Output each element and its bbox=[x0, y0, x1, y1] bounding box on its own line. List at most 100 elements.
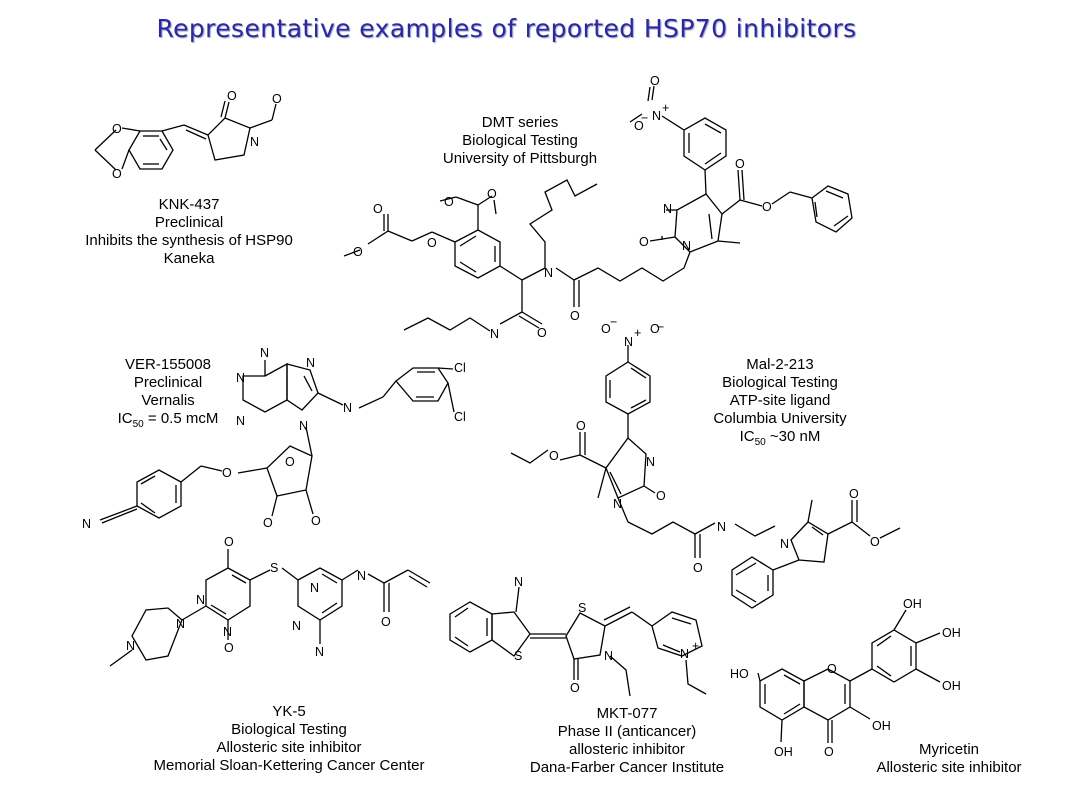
compound-status: Biological Testing bbox=[722, 374, 838, 391]
compound-source: Dana-Farber Cancer Institute bbox=[529, 759, 725, 776]
caption-mkt-077: MKT-077 Phase II (anticancer) allosteric… bbox=[512, 705, 742, 777]
atom-label: N bbox=[652, 109, 661, 123]
compound-status: Biological Testing bbox=[231, 721, 347, 738]
atom-label: O bbox=[827, 662, 837, 676]
atom-label: O bbox=[311, 514, 321, 528]
compound-status: Phase II (anticancer) bbox=[557, 723, 697, 740]
atom-label: O bbox=[601, 322, 611, 336]
atom-label: O bbox=[224, 535, 234, 549]
atom-label: N bbox=[624, 335, 633, 349]
mkt-077-structure bbox=[449, 586, 707, 697]
compound-note: Allosteric site inhibitor bbox=[876, 759, 1022, 776]
compound-note: ATP-site ligand bbox=[729, 392, 831, 409]
atom-label: O bbox=[849, 487, 859, 501]
atom-label: N bbox=[680, 647, 689, 661]
atom-label: O bbox=[824, 745, 834, 759]
page-title: Representative examples of reported HSP7… bbox=[156, 14, 857, 43]
atom-label: Cl bbox=[454, 410, 466, 424]
atom-labels: O O O O N O − N + O N O N O O O O O O O … bbox=[82, 74, 961, 759]
compound-name: YK-5 bbox=[272, 703, 306, 720]
compound-name: KNK-437 bbox=[158, 196, 220, 213]
atom-label: N bbox=[604, 649, 613, 663]
caption-mal-2-213: Mal-2-213 Biological Testing ATP-site li… bbox=[700, 356, 860, 452]
compound-note: allosteric inhibitor bbox=[569, 741, 685, 758]
compound-source: University of Pittsburgh bbox=[442, 150, 598, 167]
atom-label: Cl bbox=[454, 361, 466, 375]
atom-label: O bbox=[427, 236, 437, 250]
atom-label: N bbox=[780, 537, 789, 551]
atom-label: N bbox=[717, 520, 726, 534]
atom-label: O bbox=[735, 157, 745, 171]
compound-name: Myricetin bbox=[918, 741, 979, 758]
atom-label: + bbox=[692, 639, 699, 653]
atom-label: N bbox=[82, 517, 91, 531]
atom-label: O bbox=[693, 561, 703, 575]
atom-label: N bbox=[299, 419, 308, 433]
compound-name: Mal-2-213 bbox=[746, 356, 814, 373]
atom-label: N bbox=[176, 617, 185, 631]
knk-437-structure bbox=[94, 100, 277, 171]
atom-label: O bbox=[222, 466, 232, 480]
atom-label: N bbox=[310, 581, 319, 595]
atom-label: OH bbox=[872, 719, 891, 733]
atom-label: N bbox=[236, 371, 245, 385]
atom-label: N bbox=[250, 135, 259, 149]
atom-label: O bbox=[112, 122, 122, 136]
atom-label: + bbox=[634, 326, 641, 340]
atom-label: O bbox=[549, 449, 559, 463]
atom-label: O bbox=[353, 245, 363, 259]
dmt-structure bbox=[343, 85, 853, 332]
atom-label: O bbox=[381, 615, 391, 629]
compound-status: Preclinical bbox=[154, 214, 224, 231]
atom-label: N bbox=[260, 346, 269, 360]
atom-label: O bbox=[570, 681, 580, 695]
atom-label: O bbox=[762, 200, 772, 214]
compound-source: Vernalis bbox=[141, 392, 195, 409]
atom-label: N bbox=[315, 645, 324, 659]
atom-label: O bbox=[285, 455, 295, 469]
compound-source: Columbia University bbox=[713, 410, 847, 427]
atom-label: O bbox=[576, 419, 586, 433]
atom-label: N bbox=[196, 593, 205, 607]
compound-source: Memorial Sloan-Kettering Cancer Center bbox=[153, 757, 425, 774]
atom-label: OH bbox=[774, 745, 793, 759]
caption-knk-437: KNK-437 Preclinical Inhibits the synthes… bbox=[64, 196, 314, 268]
mal-2-213-structure bbox=[510, 345, 901, 609]
atom-label: N bbox=[126, 639, 135, 653]
atom-label: N bbox=[292, 619, 301, 633]
atom-label: N bbox=[223, 625, 232, 639]
atom-label: O bbox=[272, 92, 282, 106]
atom-label: S bbox=[270, 561, 278, 575]
atom-label: O bbox=[870, 535, 880, 549]
atom-label: S bbox=[578, 601, 586, 615]
atom-label: N bbox=[514, 575, 523, 589]
ver-155008-structure bbox=[99, 360, 455, 524]
atom-label: O bbox=[224, 641, 234, 655]
atom-label: O bbox=[263, 516, 273, 530]
atom-label: O bbox=[650, 322, 660, 336]
atom-label: O bbox=[650, 74, 660, 88]
atom-label: O bbox=[373, 202, 383, 216]
atom-label: O bbox=[656, 489, 666, 503]
compound-status: Preclinical bbox=[133, 374, 203, 391]
compound-status: Biological Testing bbox=[462, 132, 578, 149]
atom-label: OH bbox=[903, 597, 922, 611]
atom-label: N bbox=[306, 356, 315, 370]
myricetin-structure bbox=[757, 609, 941, 743]
atom-label: N bbox=[646, 455, 655, 469]
caption-yk-5: YK-5 Biological Testing Allosteric site … bbox=[130, 703, 448, 775]
atom-label: O bbox=[639, 235, 649, 249]
atom-label: OH bbox=[942, 679, 961, 693]
compound-name: DMT series bbox=[481, 114, 559, 131]
yk-5-structure bbox=[109, 549, 431, 667]
caption-ver-155008: VER-155008 Preclinical Vernalis IC50 = 0… bbox=[98, 356, 238, 434]
atom-label: N bbox=[613, 497, 622, 511]
atom-label: S bbox=[514, 649, 522, 663]
atom-label: N bbox=[490, 327, 499, 341]
atom-label: + bbox=[662, 101, 669, 115]
atom-label: O bbox=[634, 119, 644, 133]
atom-label: O bbox=[112, 167, 122, 181]
atom-label: OH bbox=[942, 626, 961, 640]
compound-name: MKT-077 bbox=[596, 705, 658, 722]
